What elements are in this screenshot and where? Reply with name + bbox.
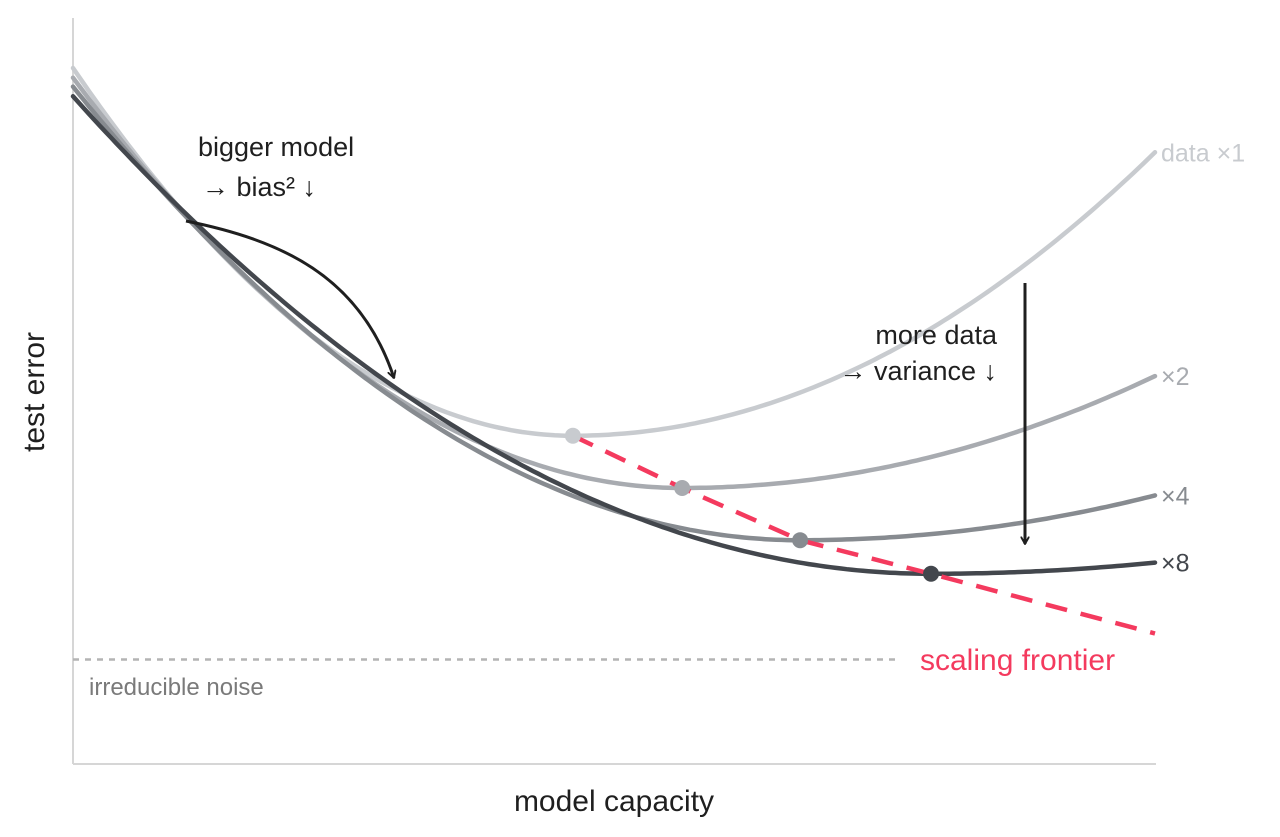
y-axis-label: test error [18,332,51,452]
series-label-3: ×4 [1161,482,1190,510]
series-labels: data ×1 ×2 ×4 ×8 [1161,139,1245,577]
series-label-1: data ×1 [1161,139,1245,167]
minimum-dots [564,427,940,582]
series-curves [70,65,1158,577]
x-axis-label: model capacity [514,785,714,818]
bias-annotation-line1: bigger model [198,132,354,162]
irreducible-noise-label: irreducible noise [89,674,264,701]
bias-arrow [185,219,394,378]
series-curve-4 [70,94,1158,577]
minimum-dot-3 [792,532,809,549]
scaling-frontier-line [571,433,1156,636]
bias-annotation-line2: → bias² ↓ [202,172,316,202]
minimum-dot-1 [564,427,581,444]
variance-annotation-line1: more data [875,320,998,350]
minimum-dot-2 [674,479,691,496]
variance-annotation-line2: → variance ↓ [839,356,997,386]
series-label-2: ×2 [1161,363,1190,391]
frontier-label: scaling frontier [920,644,1115,677]
series-label-4: ×8 [1161,550,1190,578]
minimum-dot-4 [923,565,940,582]
